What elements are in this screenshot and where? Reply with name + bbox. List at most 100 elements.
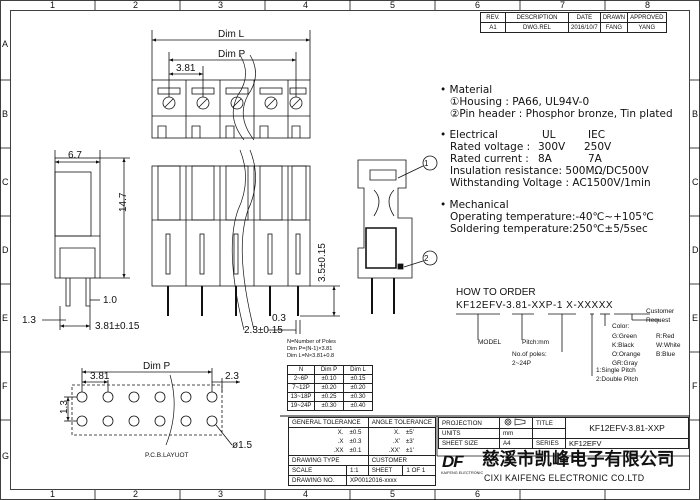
grid-col-3: 3 bbox=[218, 0, 224, 10]
front-view bbox=[151, 149, 340, 334]
company-name-english: CIXI KAIFENG ELECTRONIC CO.LTD bbox=[484, 473, 645, 483]
poles-header: Dim L bbox=[343, 365, 373, 375]
color-option: W:White bbox=[656, 342, 681, 349]
scale-label: SCALE bbox=[288, 465, 347, 476]
order-single-pitch: 1:Single Pitch bbox=[596, 367, 636, 374]
voltage-label: Rated voltage : bbox=[450, 141, 531, 153]
rev-cell: FANG bbox=[599, 22, 629, 33]
pcb-layout-label: P.C.B.LAYUOT bbox=[145, 452, 189, 459]
grid-row-f-right: F bbox=[692, 381, 698, 391]
grid-row-g: G bbox=[2, 451, 10, 461]
rev-header-approved: APPROVED bbox=[627, 12, 667, 23]
tol-value: ±5' bbox=[402, 427, 436, 437]
pitch-top-label: 3.81 bbox=[176, 63, 196, 74]
poles-cell: 7~12P bbox=[287, 383, 315, 393]
drawing-no-value: XP0012016-xxxx bbox=[345, 475, 437, 486]
table-row: 13~18P±0.25±0.30 bbox=[287, 392, 373, 402]
sheet-value: 1 OF 1 bbox=[402, 465, 436, 476]
poles-cell: ±0.10 bbox=[314, 374, 344, 384]
grid-col-3-bottom: 3 bbox=[218, 489, 224, 499]
grid-row-b-right: B bbox=[692, 109, 699, 119]
poles-header: N bbox=[287, 365, 315, 375]
cross-section bbox=[357, 155, 438, 314]
voltage-iec: 250V bbox=[584, 141, 612, 153]
company-block: DF KAIFENG ELECTRONIC 慈溪市凯峰电子有限公司 CIXI K… bbox=[440, 449, 686, 487]
grid-col-4: 4 bbox=[303, 0, 309, 10]
height-side-label: 14.7 bbox=[118, 192, 129, 212]
tol-value: ±1' bbox=[402, 446, 436, 456]
grid-row-d-right: D bbox=[692, 245, 699, 255]
grid-col-2: 2 bbox=[133, 0, 139, 10]
table-row: X. ±0.5 X. ±5' bbox=[288, 427, 436, 437]
tolerance-table: GENERAL TOLERANCE ANGLE TOLERANCE X. ±0.… bbox=[288, 417, 437, 486]
tol-key: .XX bbox=[288, 446, 347, 456]
color-heading: Color: bbox=[612, 323, 630, 330]
poles-cell: ±0.25 bbox=[314, 392, 344, 402]
housing-spec: ①Housing : PA66, UL94V-0 bbox=[450, 96, 590, 108]
pcb-layout bbox=[64, 368, 240, 446]
balloon-2: 2 bbox=[424, 254, 429, 263]
grid-row-c-right: C bbox=[692, 177, 699, 187]
angle-tolerance-header: ANGLE TOLERANCE bbox=[367, 417, 437, 428]
material-heading: • Material bbox=[440, 84, 493, 96]
dim-p-label: Dim P bbox=[218, 49, 246, 60]
sheet-size-label: SHEET SIZE bbox=[438, 438, 500, 449]
order-code-sep: - bbox=[552, 300, 557, 311]
grid-row-b: B bbox=[2, 109, 9, 119]
poles-cell: 19~24P bbox=[287, 401, 315, 411]
pcb-dim-p-label: Dim P bbox=[143, 361, 171, 372]
pcb-pitch-label: 3.81 bbox=[90, 371, 110, 382]
tol-key: .X' bbox=[367, 437, 403, 446]
base-offset-label: 1.3 bbox=[22, 315, 36, 326]
inner-frame bbox=[10, 10, 690, 490]
order-code-color: X bbox=[566, 300, 574, 311]
pin-thickness-label: 0.3 bbox=[272, 313, 286, 324]
color-option: K:Black bbox=[612, 342, 635, 349]
rev-cell: 2016/10/7 bbox=[568, 22, 601, 33]
mechanical-heading-text: Mechanical bbox=[449, 199, 509, 211]
pcb-row-label: 1.3 bbox=[59, 400, 70, 414]
poles-note-3: Dim L=N×3.81+0.8 bbox=[287, 353, 335, 359]
electrical-heading: • Electrical bbox=[440, 129, 498, 141]
revision-table: REV. DESCRIPTION DATE DRAWN APPROVED A1 … bbox=[480, 12, 667, 33]
dim-l-label: Dim L bbox=[218, 29, 245, 40]
grid-col-1: 1 bbox=[50, 0, 56, 10]
grid-col-4-bottom: 4 bbox=[303, 489, 309, 499]
poles-note-1: N=Number of Poles bbox=[287, 339, 336, 345]
order-poles-range: 2~24P bbox=[512, 360, 531, 367]
rev-header-description: DESCRIPTION bbox=[505, 12, 569, 23]
pin-gap-label: 1.0 bbox=[103, 295, 117, 306]
pin-header-spec: ②Pin header : Phosphor bronze, Tin plate… bbox=[450, 108, 673, 120]
table-row: A1 DWG.REL 2016/10/7 FANG YANG bbox=[480, 22, 667, 33]
order-double-pitch: 2:Double Pitch bbox=[596, 376, 639, 383]
order-code-customer: XXXXX bbox=[577, 300, 614, 311]
rev-header-rev: REV. bbox=[480, 12, 506, 23]
order-pitch-label: Pitch:mm bbox=[522, 339, 550, 346]
customer-label: Customer bbox=[646, 308, 675, 315]
tol-value: ±3' bbox=[402, 437, 436, 446]
operating-temp-spec: Operating temperature:-40℃~+105℃ bbox=[450, 211, 654, 223]
poles-cell: ±0.15 bbox=[343, 374, 373, 384]
poles-cell: ±0.20 bbox=[314, 383, 344, 393]
insulation-spec: Insulation resistance: 500MΩ/DC500V bbox=[450, 165, 649, 177]
order-code-sep: - bbox=[573, 300, 578, 311]
color-option: R:Red bbox=[656, 333, 675, 340]
withstanding-spec: Withstanding Voltage : AC1500V/1min bbox=[450, 177, 651, 189]
drawing-title: KF12EFV-3.81-XXP bbox=[565, 417, 689, 439]
grid-row-f: F bbox=[2, 381, 8, 391]
table-row: 2~6P±0.10±0.15 bbox=[287, 374, 373, 384]
title-label: TITLE bbox=[532, 417, 566, 429]
grid-col-8: 8 bbox=[645, 0, 651, 10]
drawing-no-label: DRAWING NO. bbox=[288, 475, 347, 486]
units-value: mm bbox=[499, 428, 533, 439]
order-code-poles: XXP bbox=[531, 300, 553, 311]
col-iec: IEC bbox=[588, 129, 606, 141]
color-option: B:Blue bbox=[656, 351, 676, 358]
material-heading-text: Material bbox=[449, 84, 493, 96]
pitch-tolerance-label: 3.81±0.15 bbox=[95, 321, 140, 332]
series-label: SERIES bbox=[532, 438, 566, 449]
pcb-right-label: 2.3 bbox=[225, 371, 239, 382]
